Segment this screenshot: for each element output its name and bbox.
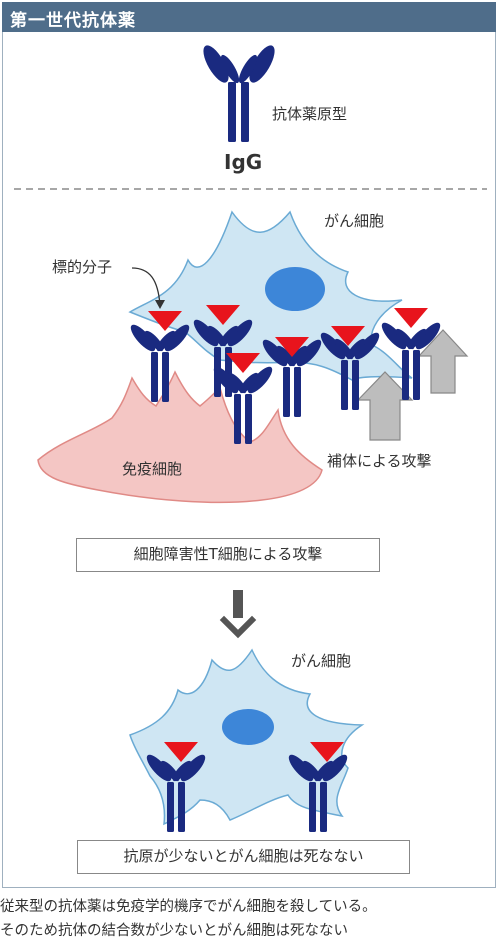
nucleus-bottom [222,709,274,745]
immune-cell-label: 免疫細胞 [122,460,183,478]
down-arrow-icon [219,590,257,639]
immune-cell [37,370,323,504]
igg-description: 抗体薬原型 [272,105,348,123]
footer-line-2: そのため抗体の結合数が少ないとがん細胞は死なない [0,923,348,939]
complement-attack-label: 補体による攻撃 [327,452,432,470]
target-pointer-line [131,267,161,306]
ctl-attack-caption: 細胞障害性T細胞による攻撃 [76,538,380,572]
result-caption: 抗原が少ないとがん細胞は死なない [77,840,410,874]
target-molecule-label: 標的分子 [52,258,113,276]
antigen-marker [394,308,428,328]
cancer-cell-label-bottom: がん細胞 [291,652,352,670]
igg-label: IgG [224,150,263,174]
cancer-cell-label-top: がん細胞 [324,212,385,230]
header-bar: 第一世代抗体薬 [2,2,496,32]
complement-arrow-2 [417,329,469,394]
footer-text: 従来型の抗体薬は免疫学的機序でがん細胞を殺している。 そのため抗体の結合数が少な… [0,895,500,943]
target-pointer-arrowhead [155,300,165,309]
header-title: 第一世代抗体薬 [10,11,136,31]
footer-line-1: 従来型の抗体薬は免疫学的機序でがん細胞を殺している。 [0,899,377,915]
igg-antibody-icon [203,45,275,142]
complement-arrow-1 [356,371,414,441]
nucleus-top [265,267,325,311]
